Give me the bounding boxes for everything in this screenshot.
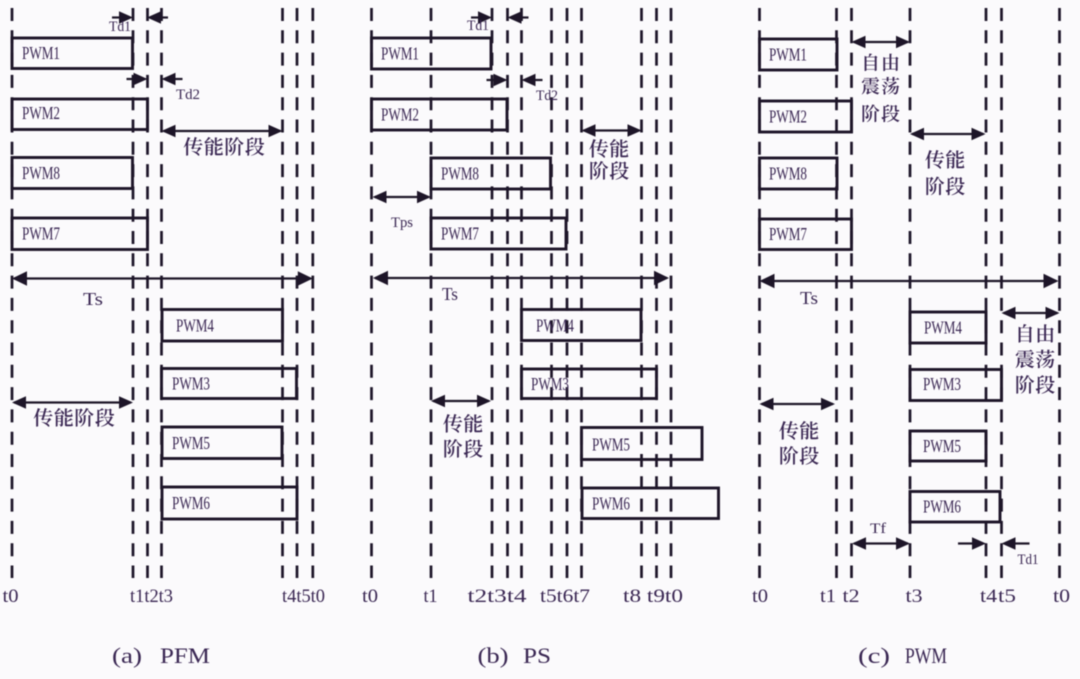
svg-text:Td2: Td2 bbox=[176, 87, 200, 103]
svg-text:PWM3: PWM3 bbox=[172, 374, 210, 394]
svg-text:PWM1: PWM1 bbox=[381, 44, 419, 64]
svg-text:PWM7: PWM7 bbox=[22, 224, 60, 244]
svg-text:PWM1: PWM1 bbox=[22, 43, 60, 63]
svg-text:PS: PS bbox=[523, 643, 551, 668]
svg-text:t5t6t7: t5t6t7 bbox=[540, 586, 590, 607]
svg-text:PWM6: PWM6 bbox=[923, 497, 961, 517]
svg-text:t2t3t4: t2t3t4 bbox=[468, 586, 528, 607]
svg-text:Ts: Ts bbox=[83, 289, 103, 309]
svg-text:PFM: PFM bbox=[160, 643, 210, 668]
svg-text:PWM8: PWM8 bbox=[22, 163, 60, 183]
svg-text:Td1: Td1 bbox=[109, 19, 131, 35]
svg-text:PWM8: PWM8 bbox=[441, 164, 479, 184]
svg-text:PWM6: PWM6 bbox=[592, 494, 630, 514]
svg-text:PWM2: PWM2 bbox=[22, 103, 60, 123]
svg-text:Td1: Td1 bbox=[1018, 552, 1039, 568]
svg-text:PWM4: PWM4 bbox=[536, 316, 574, 336]
svg-text:Tps: Tps bbox=[391, 215, 413, 231]
svg-text:t1: t1 bbox=[820, 586, 836, 607]
svg-text:t1: t1 bbox=[424, 586, 438, 607]
svg-text:PWM7: PWM7 bbox=[769, 224, 807, 244]
svg-text:PWM4: PWM4 bbox=[176, 316, 214, 336]
svg-text:Ts: Ts bbox=[442, 284, 458, 304]
svg-text:t0: t0 bbox=[3, 586, 19, 607]
svg-text:(c): (c) bbox=[858, 643, 890, 668]
svg-text:t3: t3 bbox=[906, 586, 923, 607]
svg-text:PWM6: PWM6 bbox=[172, 493, 210, 513]
svg-text:t4t5t0: t4t5t0 bbox=[282, 586, 325, 607]
svg-text:t4: t4 bbox=[980, 586, 998, 607]
svg-text:PWM2: PWM2 bbox=[769, 107, 807, 127]
svg-text:t2: t2 bbox=[843, 586, 860, 607]
svg-text:PWM5: PWM5 bbox=[923, 436, 961, 456]
svg-text:PWM: PWM bbox=[905, 643, 947, 668]
svg-text:PWM3: PWM3 bbox=[923, 374, 961, 394]
svg-text:PWM8: PWM8 bbox=[769, 164, 807, 184]
svg-text:Td1: Td1 bbox=[467, 18, 489, 34]
svg-text:(b): (b) bbox=[478, 643, 509, 668]
svg-text:t0: t0 bbox=[1053, 586, 1070, 607]
svg-text:Td2: Td2 bbox=[536, 88, 558, 104]
svg-text:t8 t9t0: t8 t9t0 bbox=[623, 586, 683, 607]
svg-text:Tf: Tf bbox=[870, 521, 886, 537]
svg-text:PWM5: PWM5 bbox=[592, 435, 630, 455]
svg-text:PWM4: PWM4 bbox=[924, 318, 962, 338]
svg-text:t0: t0 bbox=[752, 586, 768, 607]
svg-text:t1t2t3: t1t2t3 bbox=[130, 586, 173, 607]
svg-text:PWM2: PWM2 bbox=[381, 105, 419, 125]
svg-text:PWM1: PWM1 bbox=[769, 45, 807, 65]
svg-text:PWM7: PWM7 bbox=[441, 224, 479, 244]
svg-text:t0: t0 bbox=[362, 586, 378, 607]
svg-text:(a): (a) bbox=[112, 643, 142, 668]
svg-text:PWM5: PWM5 bbox=[172, 433, 210, 453]
svg-text:Ts: Ts bbox=[800, 288, 818, 308]
svg-text:PWM3: PWM3 bbox=[531, 374, 569, 394]
svg-text:t5: t5 bbox=[998, 586, 1016, 607]
